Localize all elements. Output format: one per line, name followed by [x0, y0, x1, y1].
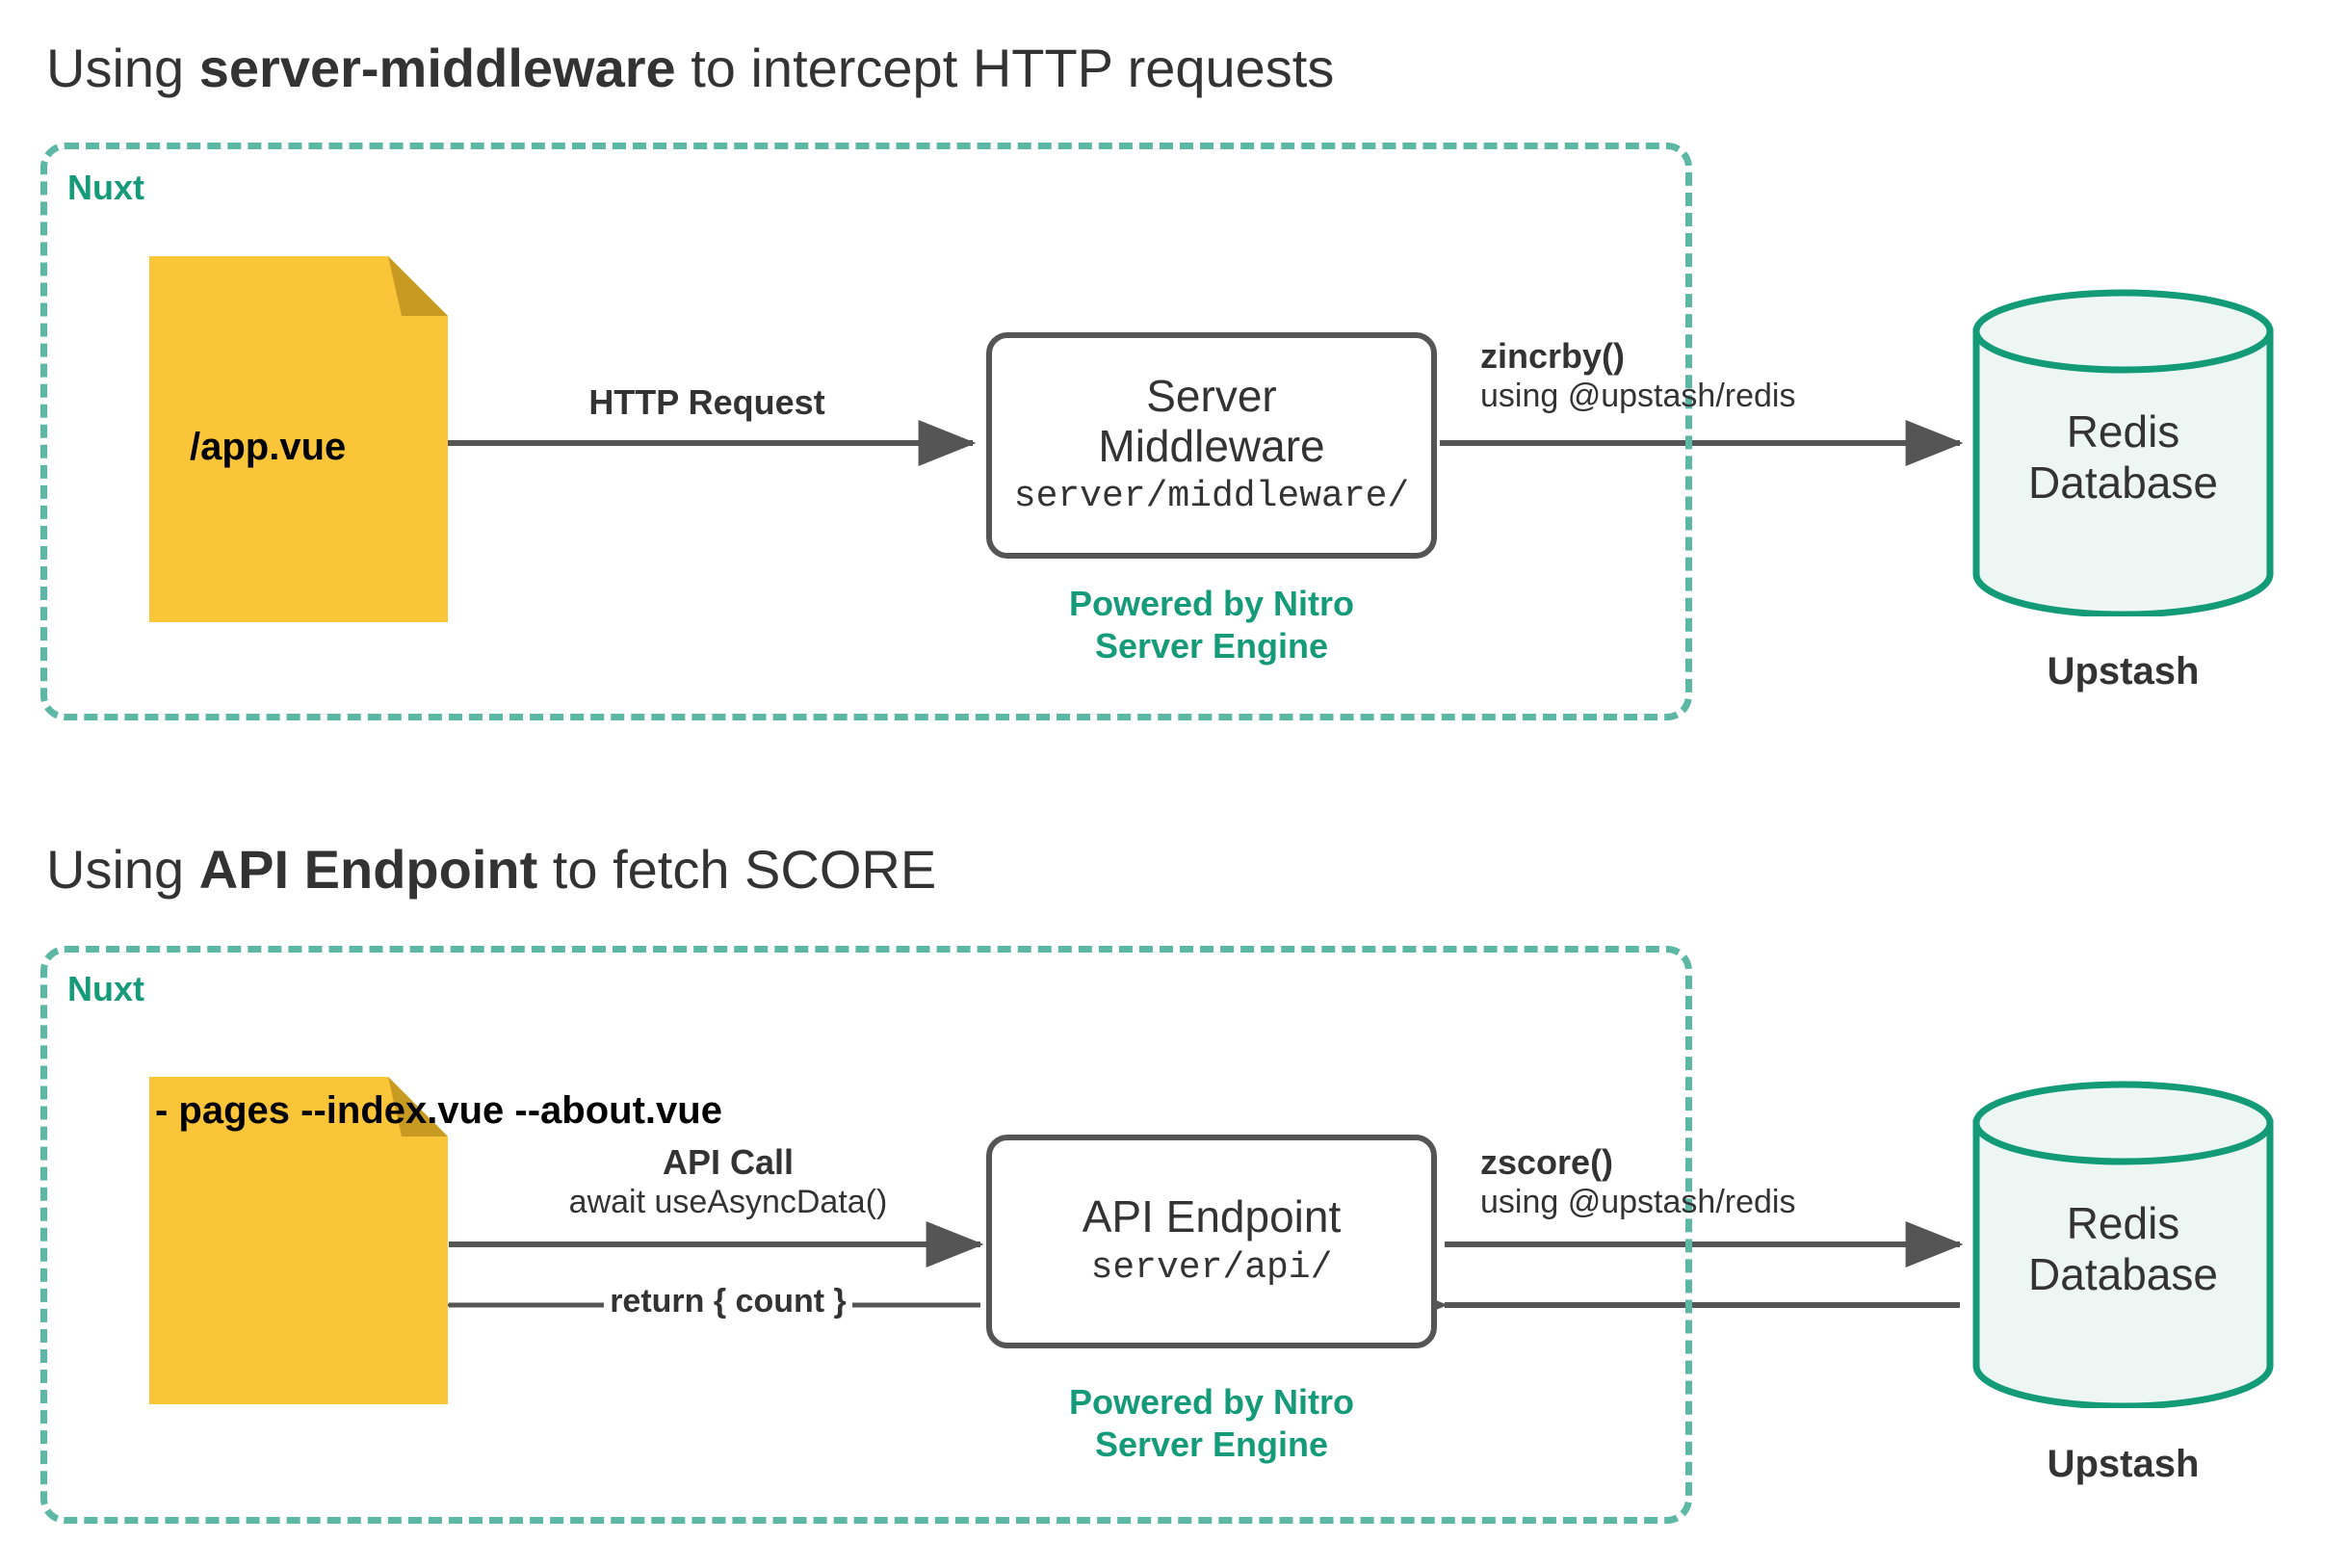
arrow-label-zscore: zscore() using @upstash/redis — [1480, 1141, 1795, 1222]
arrow-label-zincrby: zincrby() using @upstash/redis — [1480, 335, 1795, 416]
section-title-suffix: to intercept HTTP requests — [675, 38, 1335, 98]
file-label-pages: - pages --index.vue --about.vue — [155, 1089, 722, 1132]
arrow-label-http-request-bold: HTTP Request — [588, 382, 825, 422]
process-box-server-middleware: Server Middleware server/middleware/ — [986, 332, 1437, 559]
section-title-strong: server-middleware — [198, 38, 676, 98]
process-path-server-middleware: server/middleware/ — [1013, 476, 1410, 518]
arrow-label-zincrby-bold: zincrby() — [1480, 336, 1626, 376]
section-title-prefix-2: Using — [46, 839, 199, 900]
upstash-caption-1: Upstash — [2047, 650, 2200, 693]
nitro-caption-middleware: Powered by Nitro Server Engine — [1068, 584, 1355, 666]
arrow-label-return-count-wrap: return { count } — [468, 1283, 988, 1320]
upstash-caption-2: Upstash — [2047, 1443, 2200, 1485]
arrow-label-zincrby-plain: using @upstash/redis — [1480, 378, 1796, 415]
arrow-label-api-call: API Call await useAsyncData() — [468, 1141, 988, 1222]
process-title-api-endpoint: API Endpoint — [1082, 1191, 1342, 1242]
arrow-label-api-call-bold: API Call — [662, 1142, 795, 1182]
nuxt-label-api-endpoint: Nuxt — [67, 969, 144, 1008]
database-cylinder-redis-1: Redis Database — [1971, 289, 2275, 616]
nuxt-label-middleware: Nuxt — [67, 168, 144, 207]
file-label-app-vue: /app.vue — [190, 426, 347, 468]
section-title-middleware: Using server-middleware to intercept HTT… — [46, 39, 1334, 98]
process-path-api-endpoint: server/api/ — [1090, 1246, 1333, 1289]
process-title-server-middleware: Server Middleware — [1098, 371, 1325, 471]
database-label-redis-2: Redis Database — [2028, 1198, 2218, 1300]
database-cylinder-redis-2: Redis Database — [1971, 1081, 2275, 1408]
section-title-api-endpoint: Using API Endpoint to fetch SCORE — [46, 840, 936, 900]
process-box-api-endpoint: API Endpoint server/api/ — [986, 1135, 1437, 1348]
arrow-label-api-call-plain: await useAsyncData() — [568, 1184, 888, 1221]
arrow-label-zscore-plain: using @upstash/redis — [1480, 1184, 1796, 1221]
arrow-label-return-count: return { count } — [604, 1283, 852, 1320]
file-shape-app-vue: /app.vue — [149, 256, 448, 622]
arrow-label-zscore-bold: zscore() — [1480, 1142, 1614, 1182]
section-title-suffix-2: to fetch SCORE — [537, 839, 937, 900]
arrow-label-http-request: HTTP Request — [466, 381, 948, 423]
section-title-prefix: Using — [46, 38, 199, 98]
nuxt-container-middleware — [40, 143, 1692, 720]
nuxt-container-api-endpoint — [40, 946, 1692, 1524]
nitro-caption-api-endpoint: Powered by Nitro Server Engine — [1068, 1382, 1355, 1464]
file-shape-pages: - pages --index.vue --about.vue — [149, 1077, 722, 1404]
section-title-strong-2: API Endpoint — [198, 839, 538, 900]
database-label-redis-1: Redis Database — [2028, 406, 2218, 509]
